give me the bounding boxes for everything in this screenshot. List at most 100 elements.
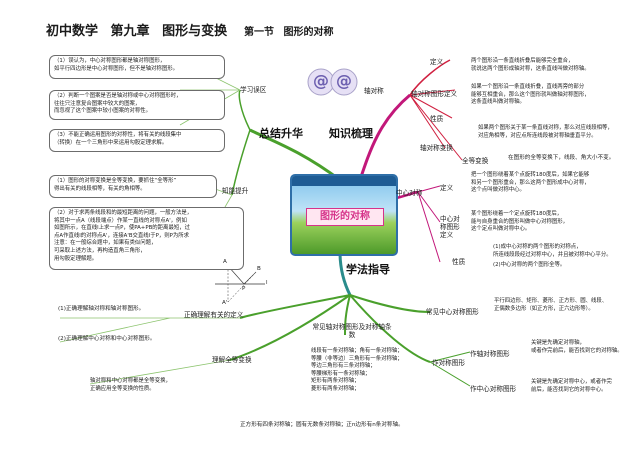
congruence-line-1: 轴对称和中心对称都是全等变换， [90,378,171,384]
ability-box-1: （1）图形的对称变换是全等变换，要抓住“全等形” 得出有关的线段相等，有关的角相… [49,175,217,198]
ability-2-line-4: 点A作直线l的对称点A'，连接A'B交直线l于P，则P为所求 [54,232,190,239]
common-axis-line-3: 等边三角形有三条对称轴； [311,363,376,370]
misconception-2-line-3: 而忽视了这个图案中较小图案的对称性。 [54,108,152,115]
draw-central-line-1: 关键是先确定对称中心，或者作完 [531,379,612,385]
misconception-1-line-1: （1）误认为，中心对称图形都是轴对称图形， [54,58,166,64]
axis-definition-line-2: 就说这两个图形成轴对称，这条直线叫做对称轴。 [471,65,590,72]
node-axis-definition: 定义 [430,58,444,66]
central-property-line-2: 所连线段段经过对称中心，并且被对称中心平分。 [493,251,612,258]
node-central-symmetry: 中心对称 [396,189,423,197]
connector-method-main [338,251,352,296]
congruent-transform-text: 在图形的全等变换下，线段、角大小不变。 [508,155,615,161]
common-axis-line-6: 菱形有两条对称轴； [311,385,360,392]
common-axis-line-4: 等腰梯形有一条对称轴； [311,370,371,377]
figure-point-a-prime: A' [222,300,228,306]
node-axis-transform: 轴对称变换 [420,144,453,152]
central-def-line-2: 和另一个图形重合，那么这两个图形成中心对称， [471,179,590,186]
node-congruent-transform: 全等变换 [462,157,489,165]
misconception-2-line-1: （2）判断一个图案是否是轴对称或中心对称图形时， [54,93,182,99]
figure-point-b: B [257,266,261,272]
node-axis-symmetry: 轴对称 [364,87,384,95]
misconception-box-3: （3）不能正确运用图形的对称性，将有关的线段集中 （转换）在一个三角形中来运用勾… [49,129,225,152]
connector-method-right [349,294,431,313]
header-section-title: 图形的对称 [283,27,334,38]
connector-method-understand [239,294,351,319]
header-subject: 初中数学 [46,24,99,39]
congruence-text: 轴对称和中心对称都是全等变换， 正确应用全等变换的性质。 [90,378,171,393]
node-central-definition: 定义 [440,184,454,192]
common-axis-line-1: 线段有一条对称轴；角有一条对称轴； [311,348,403,354]
connector-method-draw [349,294,431,363]
connector-congruence-items [89,359,231,385]
axis-property-line-1: 如果两个图形关于某一条直线对称，那么对应线段相等， [478,125,613,131]
header-title-line: 初中数学 第九章 图形与变换 [46,20,227,39]
misconception-3-line-2: （转换）在一个三角形中来运用勾股定理求解。 [54,139,168,146]
node-central-property: 性质 [452,258,466,266]
understand-item-2: (2)正确理解中心对称和中心对称图形。 [58,336,156,342]
node-misconceptions: 学习误区 [240,86,267,94]
misconception-box-1: （1）误认为，中心对称图形都是轴对称图形， 如平行四边形是中心对称图形，但不是轴… [49,55,225,79]
central-definition-text: 把一个图形绕着某个点旋转180度后，如果它能够 和另一个图形重合，那么这两个图形… [471,172,590,195]
central-figure-line-3: 这个定点叫做对称中心。 [471,226,531,233]
congruence-line-2: 正确应用全等变换的性质。 [90,385,155,392]
connector-axis-branch [409,59,451,96]
ability-2-line-6: 可采取上述方法，再构造直角三角形， [54,247,146,254]
axis-figure-line-2: 能够互相重合，那么这个图形就叫做轴对称图形， [471,91,590,98]
center-topic-card: 图形的对称 [290,174,398,256]
node-common-axis: 常见轴对称图形及对称轴条数 [312,323,392,339]
connector-summary-main [249,128,341,182]
axis-definition-line-1: 两个图形沿一条直线折叠后能够完全重合， [471,58,574,64]
header-chapter-title: 图形与变换 [162,24,228,39]
center-topic-title: 图形的对称 [306,208,384,226]
central-figure-line-1: 某个图形绕着一个定点旋转180度后， [471,211,563,217]
central-figure-text: 某个图形绕着一个定点旋转180度后， 能与自身重合的图形叫做中心对称图形， 这个… [471,211,568,234]
common-axis-text: 线段有一条对称轴；角有一条对称轴； 等腰（非等边）三角形有一条对称轴； 等边三角… [311,348,403,394]
central-def-line-1: 把一个图形绕着某个点旋转180度后，如果它能够 [471,172,590,178]
node-draw-axis: 作轴对称图形 [470,350,510,358]
ability-2-line-2: 将其中一点A（线段端点）作某一直线的对称点A'，例如 [54,217,187,224]
node-understand-congruence: 理解全等变换 [212,356,252,364]
draw-axis-line-1: 关键是先确定对称轴， [531,340,585,346]
branch-summary-label: 总结升华 [259,127,303,140]
axis-property-text: 如果两个图形关于某一条直线对称，那么对应线段相等， 对应角相等，对应点所连线段被… [478,125,613,140]
ability-2-line-5: 注意：在一般综合题中，如果有类似问题， [54,240,157,247]
axis-figure-line-1: 如果一个图形沿一条直线折叠，直线两旁的部分 [471,84,585,90]
axis-figure-text: 如果一个图形沿一条直线折叠，直线两旁的部分 能够互相重合，那么这个图形就叫做轴对… [471,84,590,107]
misconception-box-2: （2）判断一个图案是否是轴对称或中心对称图形时， 往往只注意复合图案中较大的图案… [49,90,225,120]
central-common-line-1: 平行四边形、矩形、菱形、正方形、圆、线段、 [494,298,608,304]
ability-box-2: （2）对于求两条线段和的最短距离的问题，一般方法是， 将其中一点A（线段端点）作… [49,207,244,270]
axis-property-line-2: 对应角相等，对应点所连线段被对称轴垂直平分。 [478,132,597,139]
connector-central-children [417,185,441,263]
ability-2-line-7: 用勾股定理解题。 [54,255,98,262]
common-axis-line-7: 正方形有四条对称轴；圆有无数条对称轴；正n边形有n条对称轴。 [240,422,404,428]
header-chapter: 第九章 [110,24,150,39]
node-central-common: 常见中心对称图形 [426,308,479,316]
node-draw-symmetric: 作对称图形 [432,359,465,367]
node-draw-central: 作中心对称图形 [470,385,517,393]
draw-central-line-2: 前后，能否找到它的对称中心。 [531,386,607,393]
at-icon-right: @ [336,71,352,90]
axis-figure-line-3: 这条直线叫做对称轴。 [471,99,525,106]
header-section-line: 第一节 图形的对称 [244,23,333,38]
branch-method-label: 学法指导 [346,263,390,276]
axis-definition-text: 两个图形沿一条直线折叠后能够完全重合， 就说这两个图形成轴对称，这条直线叫做对称… [471,58,590,73]
draw-axis-text: 关键是先确定对称轴， 或者作完前后，能否找到它的对称轴。 [531,340,623,355]
understand-item-1: (1)正确理解轴对称和轴对称图形。 [58,306,145,312]
connector-understand-items [59,317,240,343]
connector-knowledge-main [358,93,411,181]
node-ability: 知能提升 [222,187,249,195]
connector-ability [231,129,251,196]
node-central-figure-definition: 中心对称图形定义 [440,215,460,239]
draw-axis-line-2: 或者作完前后，能否找到它的对称轴。 [531,347,623,354]
ability-2-line-1: （2）对于求两条线段和的最短距离的问题，一般方法是， [54,210,193,216]
central-def-line-3: 这个点叫做对称中心。 [471,187,525,194]
central-common-line-2: 正偶数多边形（如正方形，正六边形等）。 [494,305,594,312]
node-axis-property: 性质 [430,115,444,123]
at-icon-left: @ [313,71,329,90]
misconception-1-line-2: 如平行四边形是中心对称图形，但不是轴对称图形。 [54,65,178,72]
ability-1-line-1: （1）图形的对称变换是全等变换，要抓住“全等形” [54,178,177,184]
ability-1-line-2: 得出有关的线段相等，有关的角相等。 [54,185,146,192]
connector-method-congruence [229,294,351,361]
central-property-line-3: (2)中心对称的两个图形全等。 [493,262,566,269]
